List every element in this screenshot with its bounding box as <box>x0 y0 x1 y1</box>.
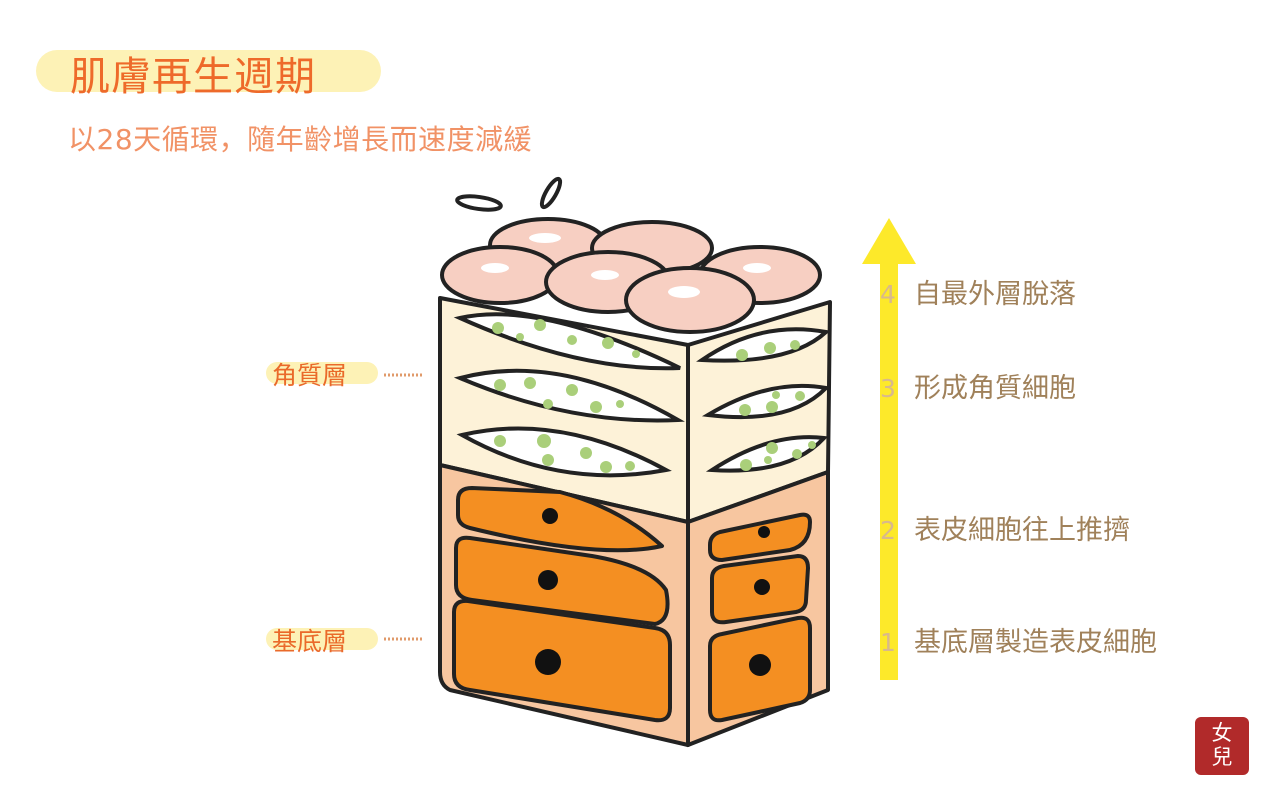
brand-seal-logo: 女 兒 <box>1195 717 1249 775</box>
layer-label-corneum: 角質層 <box>266 356 378 392</box>
layer-label-basal: 基底層 <box>266 622 378 658</box>
basal-cells-side <box>708 512 812 723</box>
step-text: 形成角質細胞 <box>914 373 1076 404</box>
basal-cell <box>456 486 664 553</box>
step-number: 1 <box>880 628 896 657</box>
green-dots <box>492 319 816 473</box>
step-text: 自最外層脫落 <box>914 279 1076 310</box>
bump-shine <box>481 233 771 298</box>
step-2: 2 表皮細胞往上推擠 <box>880 508 1130 547</box>
cycle-arrow-shaft <box>880 262 898 680</box>
cycle-arrow-head <box>862 218 916 264</box>
cell-lens <box>696 327 831 363</box>
page-subtitle: 以28天循環，隨年齡增長而速度減緩 <box>68 123 533 156</box>
basal-cells-front <box>452 486 672 723</box>
page-title: 肌膚再生週期 <box>70 54 316 100</box>
basal-cell <box>452 598 672 723</box>
step-number: 2 <box>880 516 896 545</box>
top-bumps <box>440 217 822 334</box>
step-number: 4 <box>880 280 896 309</box>
label-highlight <box>266 362 378 384</box>
title-highlight <box>36 50 381 92</box>
step-3: 3 形成角質細胞 <box>880 366 1076 405</box>
layer-label-corneum-text: 角質層 <box>272 361 348 390</box>
cell-lens <box>705 435 829 473</box>
flake <box>455 194 503 212</box>
flake <box>539 176 563 210</box>
step-text: 表皮細胞往上推擠 <box>914 515 1130 546</box>
cell-lens <box>453 368 685 423</box>
cell-lens <box>456 426 672 478</box>
step-number: 3 <box>880 374 896 403</box>
layer-label-basal-text: 基底層 <box>272 627 348 656</box>
label-highlight <box>266 628 378 650</box>
seal-char-1: 女 <box>1211 721 1233 745</box>
seal-char-2: 兒 <box>1211 745 1233 769</box>
nuclei <box>535 508 771 676</box>
step-text: 基底層製造表皮細胞 <box>914 627 1157 658</box>
basal-cell <box>708 512 812 562</box>
basal-cell <box>454 535 670 626</box>
step-1: 1 基底層製造表皮細胞 <box>880 620 1157 659</box>
step-4: 4 自最外層脫落 <box>880 272 1076 311</box>
title-block: 肌膚再生週期 <box>36 42 381 100</box>
